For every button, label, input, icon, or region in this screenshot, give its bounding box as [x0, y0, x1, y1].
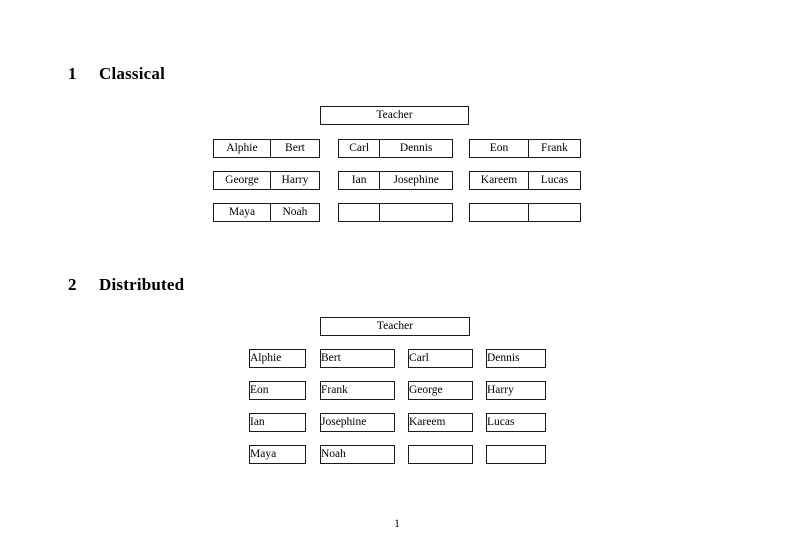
name-cell: Eon [489, 141, 509, 154]
name-cell: Kareem [409, 415, 446, 428]
classical-group-box: George Harry [213, 171, 320, 190]
distributed-name-box: Carl [408, 349, 473, 368]
name-cell: Frank [527, 140, 580, 157]
name-cell: Maya [250, 447, 277, 460]
distributed-name-box [486, 445, 546, 464]
name-cell: Carl [349, 141, 370, 154]
distributed-name-box: George [408, 381, 473, 400]
name-cell: Dennis [379, 140, 452, 157]
distributed-name-box: Josephine [320, 413, 395, 432]
section-heading-classical: 1 Classical [68, 65, 165, 82]
name-cell: Ian [250, 415, 265, 428]
name-cell: Josephine [379, 172, 452, 189]
name-cell: Carl [409, 351, 429, 364]
name-cell: Kareem [480, 173, 518, 186]
classical-group-box [338, 203, 453, 222]
distributed-name-box: Maya [249, 445, 306, 464]
name-cell: Eon [250, 383, 269, 396]
classical-group-box: Maya Noah [213, 203, 320, 222]
name-cell: George [409, 383, 443, 396]
name-cell-empty [379, 204, 452, 221]
name-cell: George [225, 173, 259, 186]
name-cell: Josephine [321, 415, 367, 428]
distributed-name-box: Ian [249, 413, 306, 432]
section-heading-distributed: 2 Distributed [68, 276, 184, 293]
distributed-name-box: Eon [249, 381, 306, 400]
name-cell-empty [527, 204, 580, 221]
name-cell: Noah [321, 447, 346, 460]
name-cell: Dennis [487, 351, 520, 364]
distributed-name-box: Kareem [408, 413, 473, 432]
name-cell: Noah [269, 204, 319, 221]
name-cell: Lucas [527, 172, 580, 189]
section-title: Distributed [99, 275, 185, 294]
section-number: 2 [68, 275, 77, 294]
name-cell: Ian [351, 173, 367, 186]
distributed-name-box: Frank [320, 381, 395, 400]
name-cell: Maya [228, 205, 256, 218]
classical-teacher-box: Teacher [320, 106, 469, 125]
page-number: 1 [394, 518, 400, 530]
section-title: Classical [99, 64, 166, 83]
section-number: 1 [68, 64, 77, 83]
distributed-name-box: Harry [486, 381, 546, 400]
teacher-label: Teacher [376, 108, 413, 121]
name-cell: Bert [269, 140, 319, 157]
classical-group-box: Eon Frank [469, 139, 581, 158]
distributed-name-box: Lucas [486, 413, 546, 432]
name-cell: Harry [269, 172, 319, 189]
classical-group-box: Ian Josephine [338, 171, 453, 190]
distributed-name-box: Alphie [249, 349, 306, 368]
name-cell: Frank [321, 383, 348, 396]
name-cell: Alphie [226, 141, 258, 154]
name-cell: Harry [487, 383, 514, 396]
classical-group-box [469, 203, 581, 222]
distributed-name-box: Dennis [486, 349, 546, 368]
name-cell: Bert [321, 351, 341, 364]
classical-group-box: Kareem Lucas [469, 171, 581, 190]
classical-group-box: Carl Dennis [338, 139, 453, 158]
name-cell-empty [339, 204, 379, 221]
distributed-name-box: Bert [320, 349, 395, 368]
teacher-label: Teacher [376, 319, 414, 332]
classical-group-box: Alphie Bert [213, 139, 320, 158]
name-cell: Lucas [487, 415, 515, 428]
name-cell-empty [470, 204, 528, 221]
distributed-name-box [408, 445, 473, 464]
distributed-teacher-box: Teacher [320, 317, 470, 336]
name-cell: Alphie [250, 351, 282, 364]
distributed-name-box: Noah [320, 445, 395, 464]
